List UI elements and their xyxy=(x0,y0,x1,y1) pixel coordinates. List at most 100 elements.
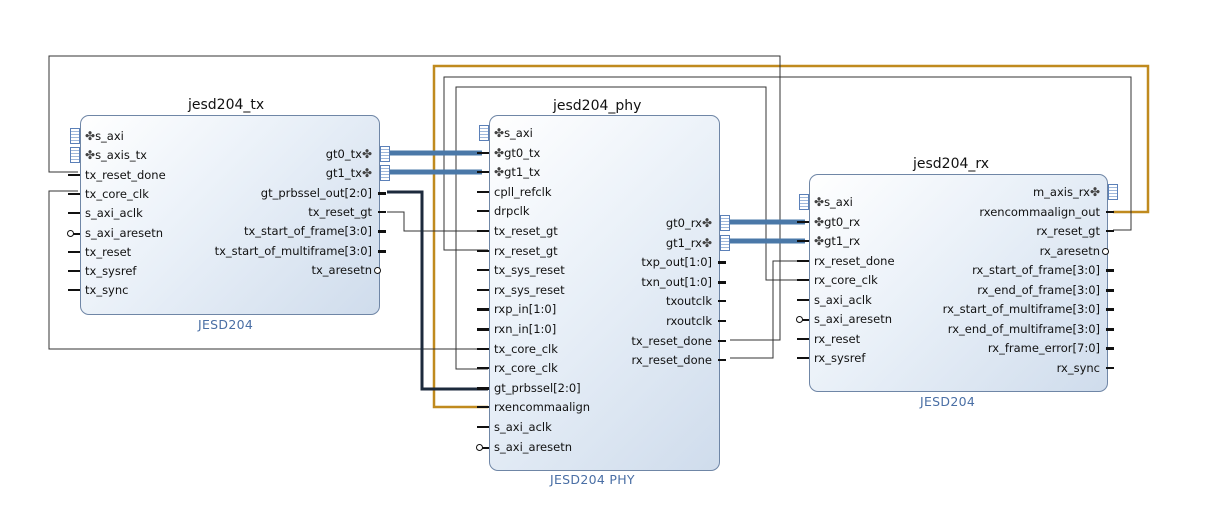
port-tx-out-gt-prbssel-out[interactable]: gt_prbssel_out[2:0] xyxy=(148,184,372,202)
wire-gt-prbssel[interactable] xyxy=(387,190,488,391)
port-label: tx_start_of_multiframe[3:0] xyxy=(214,244,372,258)
jesd204-rx-block[interactable] xyxy=(809,174,1108,392)
port-label: rx_aresetn xyxy=(1039,244,1100,258)
port-phy-in-rx-sys-reset[interactable]: rx_sys_reset xyxy=(493,281,565,299)
port-label: tx_sysref xyxy=(85,264,137,278)
bus-interface-icon[interactable] xyxy=(70,128,80,144)
port-rx-in-s-axi[interactable]: ✤s_axi xyxy=(813,193,853,211)
port-phy-out-gt0-rx[interactable]: gt0_rx✤ xyxy=(488,214,712,232)
port-phy-out-tx-reset-done[interactable]: tx_reset_done xyxy=(488,332,712,350)
wire-rx-reset-gt[interactable] xyxy=(443,76,1132,251)
port-tx-in-s-axi[interactable]: ✤s_axi xyxy=(84,127,124,145)
bus-interface-icon[interactable] xyxy=(720,235,730,251)
port-phy-in-rx-reset-gt[interactable]: rx_reset_gt xyxy=(493,242,558,260)
port-label: rx_frame_error[7:0] xyxy=(987,341,1100,355)
port-phy-in-drpclk[interactable]: drpclk xyxy=(493,202,530,220)
port-stub xyxy=(718,261,726,264)
port-tx-out-tx-aresetn[interactable]: tx_aresetn xyxy=(148,261,372,279)
jesd204-phy-block[interactable] xyxy=(489,115,720,471)
port-phy-in-tx-sys-reset[interactable]: tx_sys_reset xyxy=(493,261,565,279)
port-rx-in-s-axi-aclk[interactable]: s_axi_aclk xyxy=(813,291,872,309)
port-tx-in-s-axis-tx[interactable]: ✤s_axis_tx xyxy=(84,146,147,164)
port-tx-out-tx-start-of-multiframe[interactable]: tx_start_of_multiframe[3:0] xyxy=(148,242,372,260)
port-tx-in-tx-reset-done[interactable]: tx_reset_done xyxy=(84,166,166,184)
port-rx-out-rx-aresetn[interactable]: rx_aresetn xyxy=(876,242,1100,260)
bus-interface-icon[interactable] xyxy=(380,165,390,181)
port-rx-out-rx-reset-gt[interactable]: rx_reset_gt xyxy=(876,222,1100,240)
port-rx-in-rx-reset[interactable]: rx_reset xyxy=(813,330,860,348)
port-label: s_axi_aclk xyxy=(494,420,552,434)
port-phy-in-tx-reset-gt[interactable]: tx_reset_gt xyxy=(493,222,558,240)
port-phy-out-txoutclk[interactable]: txoutclk xyxy=(488,292,712,310)
port-phy-out-rx-reset-done[interactable]: rx_reset_done xyxy=(488,351,712,369)
port-rx-in-gt0-rx[interactable]: ✤gt0_rx xyxy=(813,213,860,231)
port-tx-out-tx-reset-gt[interactable]: tx_reset_gt xyxy=(148,203,372,221)
port-tx-out-gt1-tx[interactable]: gt1_tx✤ xyxy=(148,164,372,182)
port-phy-in-gt1-tx[interactable]: ✤gt1_tx xyxy=(493,163,540,181)
port-tx-out-gt0-tx[interactable]: gt0_tx✤ xyxy=(148,145,372,163)
port-tx-in-tx-sysref[interactable]: tx_sysref xyxy=(84,262,136,280)
port-tx-in-tx-core-clk[interactable]: tx_core_clk xyxy=(84,185,149,203)
bus-interface-icon[interactable] xyxy=(799,194,809,210)
port-phy-in-rxn-in[interactable]: rxn_in[1:0] xyxy=(493,320,556,338)
bus-interface-icon[interactable] xyxy=(720,215,730,231)
port-tx-in-s-axi-aresetn[interactable]: s_axi_aresetn xyxy=(84,224,163,242)
port-stub xyxy=(477,348,489,350)
port-rx-out-rxencommaalign-out[interactable]: rxencommaalign_out xyxy=(876,203,1100,221)
bus-interface-icon[interactable] xyxy=(70,147,80,163)
port-stub xyxy=(797,357,809,359)
port-phy-in-s-axi-aresetn[interactable]: s_axi_aresetn xyxy=(493,438,572,456)
port-label: gt1_rx xyxy=(824,234,861,248)
bus-interface-icon[interactable] xyxy=(479,125,489,141)
port-phy-out-txp-out[interactable]: txp_out[1:0] xyxy=(488,253,712,271)
port-rx-in-rx-reset-done[interactable]: rx_reset_done xyxy=(813,252,895,270)
port-label: s_axi_aresetn xyxy=(85,226,164,240)
port-tx-in-s-axi-aclk[interactable]: s_axi_aclk xyxy=(84,204,143,222)
port-tx-in-tx-sync[interactable]: tx_sync xyxy=(84,281,128,299)
wire-tx-reset-done[interactable] xyxy=(48,55,781,341)
port-stub xyxy=(477,191,489,193)
bus-interface-icon[interactable] xyxy=(1108,184,1118,200)
port-phy-in-rx-core-clk[interactable]: rx_core_clk xyxy=(493,359,558,377)
port-stub xyxy=(378,211,386,213)
port-label: rx_sys_reset xyxy=(494,283,565,297)
port-rx-in-s-axi-aresetn[interactable]: s_axi_aresetn xyxy=(813,310,892,328)
port-rx-out-rx-start-of-frame[interactable]: rx_start_of_frame[3:0] xyxy=(876,261,1100,279)
bus-interface-icon[interactable] xyxy=(380,146,390,162)
port-phy-out-rxoutclk[interactable]: rxoutclk xyxy=(488,312,712,330)
port-rx-out-m-axis-rx[interactable]: m_axis_rx✤ xyxy=(876,183,1100,201)
reset-bubble-icon xyxy=(1102,248,1109,255)
port-phy-in-tx-core-clk[interactable]: tx_core_clk xyxy=(493,340,558,358)
port-stub xyxy=(477,367,489,369)
port-label: gt_prbssel[2:0] xyxy=(494,381,581,395)
port-phy-out-txn-out[interactable]: txn_out[1:0] xyxy=(488,273,712,291)
wire-rx-core-clk[interactable] xyxy=(455,86,800,370)
port-phy-in-s-axi-aclk[interactable]: s_axi_aclk xyxy=(493,418,552,436)
port-rx-in-rx-core-clk[interactable]: rx_core_clk xyxy=(813,271,878,289)
port-label: drpclk xyxy=(494,204,530,218)
port-rx-out-rx-end-of-frame[interactable]: rx_end_of_frame[3:0] xyxy=(876,281,1100,299)
port-rx-out-rx-sync[interactable]: rx_sync xyxy=(876,359,1100,377)
wire-tx-core-clk[interactable] xyxy=(48,190,488,350)
port-rx-in-rx-sysref[interactable]: rx_sysref xyxy=(813,349,865,367)
port-tx-out-tx-start-of-frame[interactable]: tx_start_of_frame[3:0] xyxy=(148,222,372,240)
port-tx-in-tx-reset[interactable]: tx_reset xyxy=(84,243,131,261)
wire-tx-reset-gt[interactable] xyxy=(387,211,488,232)
port-rx-out-rx-start-of-multiframe[interactable]: rx_start_of_multiframe[3:0] xyxy=(876,300,1100,318)
port-phy-in-gt0-tx[interactable]: ✤gt0_tx xyxy=(493,144,540,162)
wire-rxencommaalign[interactable] xyxy=(432,64,1150,409)
port-phy-in-rxencommaalign[interactable]: rxencommaalign xyxy=(493,398,590,416)
port-phy-out-gt1-rx[interactable]: gt1_rx✤ xyxy=(488,234,712,252)
port-label: gt0_tx xyxy=(325,147,362,161)
port-phy-in-gt-prbssel[interactable]: gt_prbssel[2:0] xyxy=(493,379,581,397)
wire-rx-reset-done[interactable] xyxy=(730,260,800,359)
port-stub xyxy=(477,387,489,390)
port-phy-in-s-axi[interactable]: ✤s_axi xyxy=(493,124,533,142)
port-stub xyxy=(718,359,726,361)
port-phy-in-cpll-refclk[interactable]: cpll_refclk xyxy=(493,183,552,201)
port-rx-in-gt1-rx[interactable]: ✤gt1_rx xyxy=(813,232,860,250)
jesd204-tx-block[interactable] xyxy=(80,115,380,315)
port-rx-out-rx-end-of-multiframe[interactable]: rx_end_of_multiframe[3:0] xyxy=(876,320,1100,338)
port-rx-out-rx-frame-error[interactable]: rx_frame_error[7:0] xyxy=(876,339,1100,357)
port-phy-in-rxp-in[interactable]: rxp_in[1:0] xyxy=(493,300,556,318)
